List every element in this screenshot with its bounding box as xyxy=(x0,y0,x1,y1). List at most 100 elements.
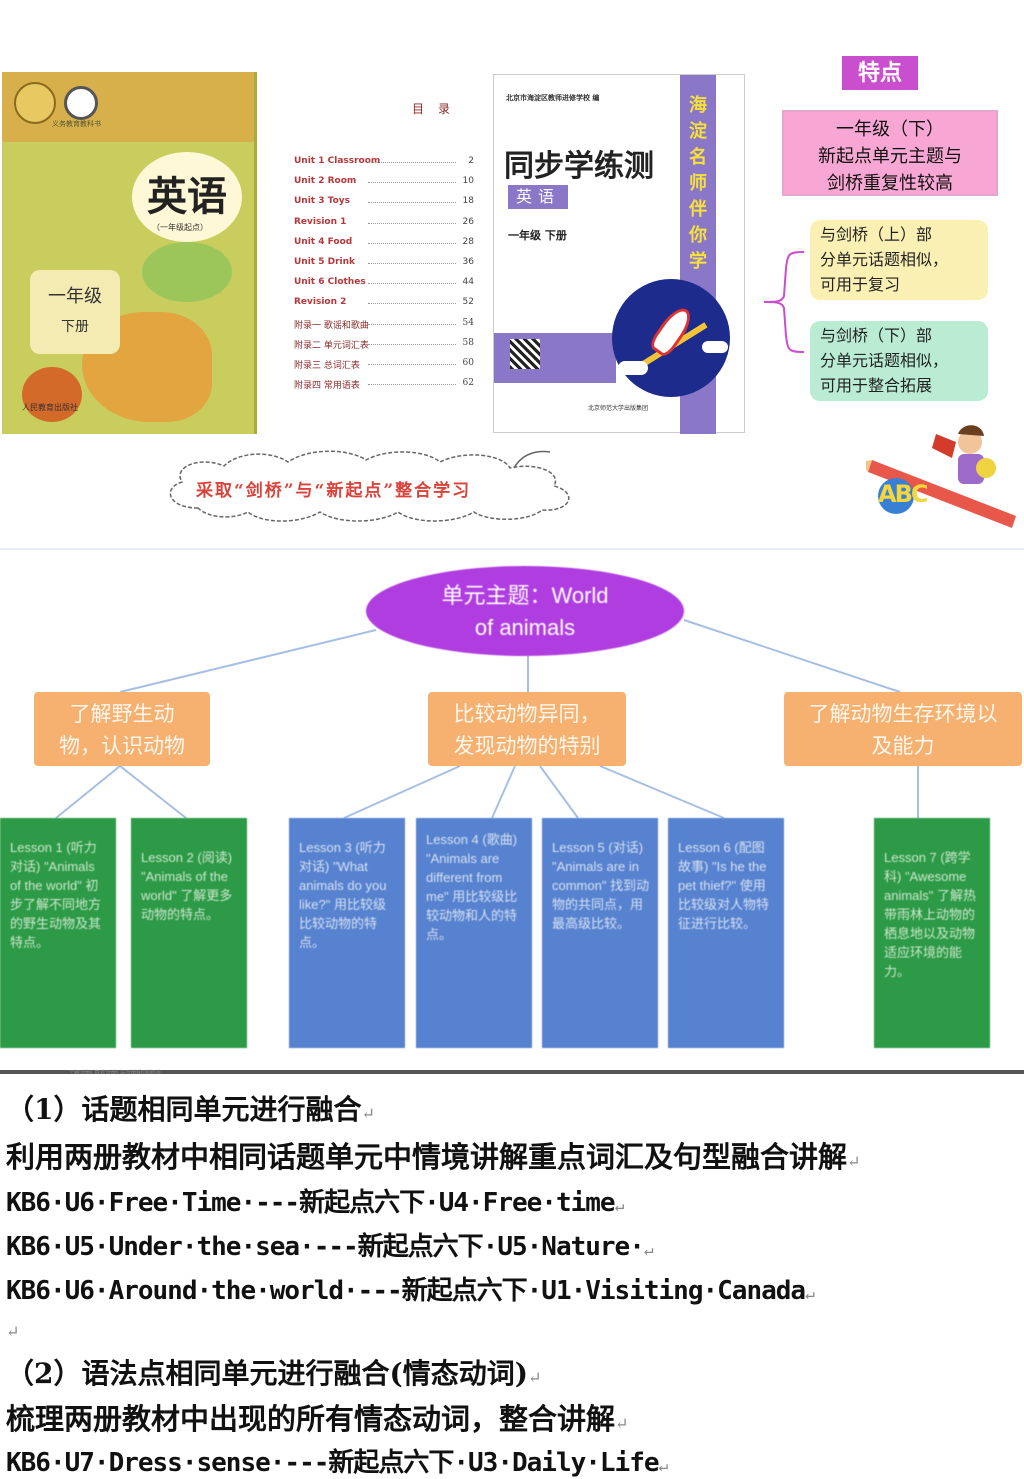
paragraph-mark-icon: ↵ xyxy=(847,1152,861,1171)
toc-item-label: Unit 2 Room xyxy=(294,176,357,187)
lesson-node-5: Lesson 5 (对话) "Animals are in common" 找到… xyxy=(542,818,658,1048)
features-main-line: 一年级（下） xyxy=(836,119,944,140)
toc-dot-leader xyxy=(368,222,456,224)
doc-text: KB6·U6·Around·the·world·---新起点六下·U1·Visi… xyxy=(6,1276,806,1306)
mind-map-connectors xyxy=(55,619,919,819)
cover-grade: 一年级 xyxy=(48,286,102,307)
features-line: 与剑桥（下）部 xyxy=(820,326,933,345)
toc-item-label: Revision 2 xyxy=(294,297,347,308)
toc-title: 目录 xyxy=(412,102,465,116)
toc-item-label: Revision 1 xyxy=(294,216,347,227)
doc-text: KB6·U6·Free·Time·---新起点六下·U4·Free·time xyxy=(6,1188,616,1218)
toc-item-page: 60 xyxy=(462,358,474,368)
doc-blank-line: ↵ xyxy=(6,1322,19,1341)
toc-dot-leader xyxy=(368,323,456,325)
cover-badge-icon xyxy=(64,86,98,120)
branch-line: 比较动物异同， xyxy=(453,702,601,726)
features-main-line: 剑桥重复性较高 xyxy=(827,173,953,194)
features-line: 分单元话题相似， xyxy=(820,250,949,269)
toc-dot-leader xyxy=(368,202,456,204)
doc-line: KB6·U6·Around·the·world·---新起点六下·U1·Visi… xyxy=(6,1270,815,1307)
integration-caption: 采取“剑桥”与“新起点”整合学习 xyxy=(196,481,472,501)
features-review-box: 与剑桥（上）部 分单元话题相似， 可用于复习 xyxy=(810,220,988,300)
toc-item: Unit 4 Food 28 xyxy=(294,237,474,251)
workbook-header: 北京市海淀区教师进修学校 编 xyxy=(506,94,600,102)
toc-dot-leader xyxy=(368,263,456,264)
mind-map-section: 单元主题：World of animals 了解野生动 物，认识动物 比较动物异… xyxy=(0,548,1024,1072)
doc-line: 梳理两册教材中出现的所有情态动词，整合讲解↵ xyxy=(6,1396,628,1438)
toc-item-page: 54 xyxy=(462,317,474,328)
features-line: 分单元话题相似， xyxy=(820,351,949,370)
branch-line: 发现动物的特别 xyxy=(453,734,601,758)
toc-dot-leader xyxy=(368,364,456,365)
toc-item-page: 26 xyxy=(462,216,474,227)
toc-dot-leader xyxy=(368,242,456,244)
cover-publisher: 人民教育出版社 xyxy=(22,403,78,412)
doc-line: KB6·U6·Free·Time·---新起点六下·U4·Free·time↵ xyxy=(6,1182,624,1219)
toc-item-label: Unit 5 Drink xyxy=(294,257,356,267)
toc-item-page: 44 xyxy=(462,277,474,288)
features-line: 与剑桥（上）部 xyxy=(820,225,933,244)
doc-heading: （2）语法点相同单元进行融合(情态动词)↵ xyxy=(6,1352,541,1392)
branch-line: 了解野生动 xyxy=(69,702,175,726)
toc-dot-leader xyxy=(368,283,456,285)
workbook-cover-image: 北京市海淀区教师进修学校 编 同步学练测 英语 一年级 下册 海淀名师伴你学 北… xyxy=(493,74,745,434)
features-main-box: 一年级（下） 新起点单元主题与 剑桥重复性较高 xyxy=(782,110,998,196)
toc-item-label: Unit 4 Food xyxy=(294,236,353,247)
features-extend-box: 与剑桥（下）部 分单元话题相似， 可用于整合拓展 xyxy=(810,321,988,401)
cover-series-text: 义务教育教科书 xyxy=(52,120,101,128)
doc-line: 利用两册教材中相同话题单元中情境讲解重点词汇及句型融合讲解↵ xyxy=(6,1134,860,1176)
doc-text: 梳理两册教材中出现的所有情态动词，整合讲解 xyxy=(6,1402,616,1436)
cover-volume: 下册 xyxy=(61,319,89,335)
document-text-section: 了解动物 喜欢动物 与动物和谐相处 （1）话题相同单元进行融合↵ 利用两册教材中… xyxy=(0,1070,1024,1479)
cover-title: 英语 xyxy=(132,152,242,242)
branch-node-environment: 了解动物生存环境以 及能力 xyxy=(784,692,1022,766)
branch-line: 了解动物生存环境以 xyxy=(808,702,998,726)
cloud-callout-shape xyxy=(169,450,570,522)
cover-illustration-shape xyxy=(22,367,82,422)
bracket-icon xyxy=(763,251,805,353)
branch-line: 物，认识动物 xyxy=(59,734,185,758)
abc-letters: ABC xyxy=(878,480,929,508)
qr-code-icon xyxy=(510,339,540,369)
paragraph-mark-icon: ↵ xyxy=(643,1240,654,1259)
workbook-title: 同步学练测 xyxy=(504,149,654,184)
toc-dot-leader xyxy=(368,182,456,184)
pencil-kid-icon xyxy=(866,425,1016,528)
lesson-node-1: Lesson 1 (听力对话) "Animals of the world" 初… xyxy=(0,818,116,1048)
toc-item-label: Unit 3 Toys xyxy=(294,196,350,207)
doc-text: KB6·U5·Under·the·sea·---新起点六下·U5·Nature· xyxy=(6,1232,645,1262)
textbook-cover-image: 义务教育教科书 英语 （一年级起点） 一年级 下册 人民教育出版社 xyxy=(2,72,257,434)
cut-off-text: 了解动物 喜欢动物 与动物和谐相处 xyxy=(68,1070,162,1074)
lesson-node-2: Lesson 2 (阅读) "Animals of the world" 了解更… xyxy=(131,818,247,1048)
lesson-node-7: Lesson 7 (跨学科) "Awesome animals" 了解热带雨林上… xyxy=(874,818,990,1048)
toc-dot-leader xyxy=(368,162,456,163)
paragraph-mark-icon: ↵ xyxy=(615,1414,629,1433)
doc-line: KB6·U5·Under·the·sea·---新起点六下·U5·Nature·… xyxy=(6,1226,653,1263)
branch-node-compare-animals: 比较动物异同， 发现动物的特别 xyxy=(428,692,626,766)
toc-item-label: 附录三 总词汇表 xyxy=(294,361,360,371)
toc-item-page: 28 xyxy=(462,236,474,247)
features-main-line: 新起点单元主题与 xyxy=(818,146,962,167)
toc-dot-leader xyxy=(368,384,456,386)
features-line: 可用于复习 xyxy=(820,275,901,294)
features-line: 可用于整合拓展 xyxy=(820,376,933,395)
branch-node-wild-animals: 了解野生动 物，认识动物 xyxy=(34,692,210,766)
doc-text: 利用两册教材中相同话题单元中情境讲解重点词汇及句型融合讲解 xyxy=(6,1140,848,1174)
doc-text: （2）语法点相同单元进行融合(情态动词) xyxy=(6,1357,528,1390)
lesson-node-4: Lesson 4 (歌曲) "Animals are different fro… xyxy=(416,818,532,1048)
doc-text: KB6·U7·Dress·sense·---新起点六下·U3·Daily·Lif… xyxy=(6,1448,660,1478)
cover-subtitle: （一年级起点） xyxy=(152,223,208,232)
workbook-grade: 一年级 下册 xyxy=(508,229,567,242)
toc-item-page: 58 xyxy=(462,337,474,348)
toc-dot-leader xyxy=(368,303,456,305)
paragraph-mark-icon: ↵ xyxy=(527,1368,542,1387)
unit-theme-line: 单元主题：World xyxy=(441,583,609,608)
